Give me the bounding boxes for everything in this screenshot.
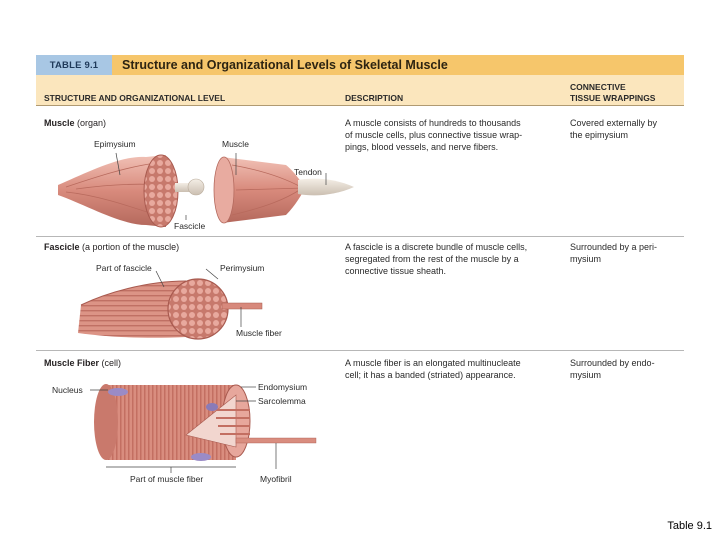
conn-line: mysium	[570, 370, 601, 380]
slide-caption: Table 9.1	[667, 520, 712, 532]
label-fascicle: Fascicle	[174, 221, 206, 231]
label-sarcolemma: Sarcolemma	[258, 396, 306, 406]
row-fiber-description: A muscle fiber is an elongated multinucl…	[345, 357, 543, 381]
desc-line: connective tissue sheath.	[345, 266, 447, 276]
label-muscle: Muscle	[222, 139, 249, 149]
label-myofibril: Myofibril	[260, 474, 292, 484]
row-divider	[36, 350, 684, 351]
row-muscle-name: Muscle	[44, 118, 75, 128]
fascicle-illustration	[78, 268, 263, 340]
row-fascicle-label: Fascicle (a portion of the muscle)	[44, 241, 179, 253]
desc-line: of muscle cells, plus connective tissue …	[345, 130, 523, 140]
conn-line: mysium	[570, 254, 601, 264]
row-fascicle-connective: Surrounded by a peri- mysium	[570, 241, 678, 265]
desc-line: A muscle fiber is an elongated multinucl…	[345, 358, 521, 368]
label-tendon: Tendon	[294, 167, 322, 177]
label-muscle-fiber: Muscle fiber	[236, 328, 282, 338]
label-part-of-muscle-fiber: Part of muscle fiber	[130, 474, 204, 484]
desc-line: A muscle consists of hundreds to thousan…	[345, 118, 521, 128]
row-muscle-label: Muscle (organ)	[44, 117, 106, 129]
table-header-row: STRUCTURE AND ORGANIZATIONAL LEVEL DESCR…	[36, 75, 684, 106]
table-title: Structure and Organizational Levels of S…	[122, 58, 448, 72]
header-description: DESCRIPTION	[345, 93, 404, 103]
row-fiber-name: Muscle Fiber	[44, 358, 100, 368]
table-number-tag: TABLE 9.1	[36, 55, 112, 75]
desc-line: cell; it has a banded (striated) appeara…	[345, 370, 516, 380]
row-muscle-connective: Covered externally by the epimysium	[570, 117, 678, 141]
row-fascicle-qualifier: (a portion of the muscle)	[82, 242, 180, 252]
row-muscle-description: A muscle consists of hundreds to thousan…	[345, 117, 543, 153]
row-fascicle-name: Fascicle	[44, 242, 80, 252]
conn-line: Covered externally by	[570, 118, 658, 128]
conn-line: Surrounded by endo-	[570, 358, 655, 368]
row-divider	[36, 236, 684, 237]
desc-line: segregated from the rest of the muscle b…	[345, 254, 519, 264]
row-fiber-connective: Surrounded by endo- mysium	[570, 357, 678, 381]
label-part-of-fascicle: Part of fascicle	[96, 263, 152, 273]
illustrations	[58, 152, 354, 473]
row-fascicle-description: A fascicle is a discrete bundle of muscl…	[345, 241, 543, 277]
conn-line: the epimysium	[570, 130, 629, 140]
header-structure: STRUCTURE AND ORGANIZATIONAL LEVEL	[44, 93, 226, 103]
desc-line: A fascicle is a discrete bundle of muscl…	[345, 242, 528, 252]
desc-line: pings, blood vessels, and nerve fibers.	[345, 142, 499, 152]
label-nucleus: Nucleus	[52, 385, 83, 395]
row-fiber-label: Muscle Fiber (cell)	[44, 357, 121, 369]
muscle-fiber-illustration	[90, 384, 317, 473]
conn-line: Surrounded by a peri-	[570, 242, 658, 252]
label-epimysium: Epimysium	[94, 139, 136, 149]
label-perimysium: Perimysium	[220, 263, 265, 273]
label-endomysium: Endomysium	[258, 382, 308, 392]
table-title-bar: TABLE 9.1 Structure and Organizational L…	[36, 55, 684, 75]
muscle-organ-illustration	[58, 152, 354, 228]
header-connective-1: CONNECTIVE	[570, 82, 626, 92]
row-muscle-qualifier: (organ)	[77, 118, 107, 128]
header-connective-2: TISSUE WRAPPINGS	[570, 93, 656, 103]
row-fiber-qualifier: (cell)	[101, 358, 122, 368]
